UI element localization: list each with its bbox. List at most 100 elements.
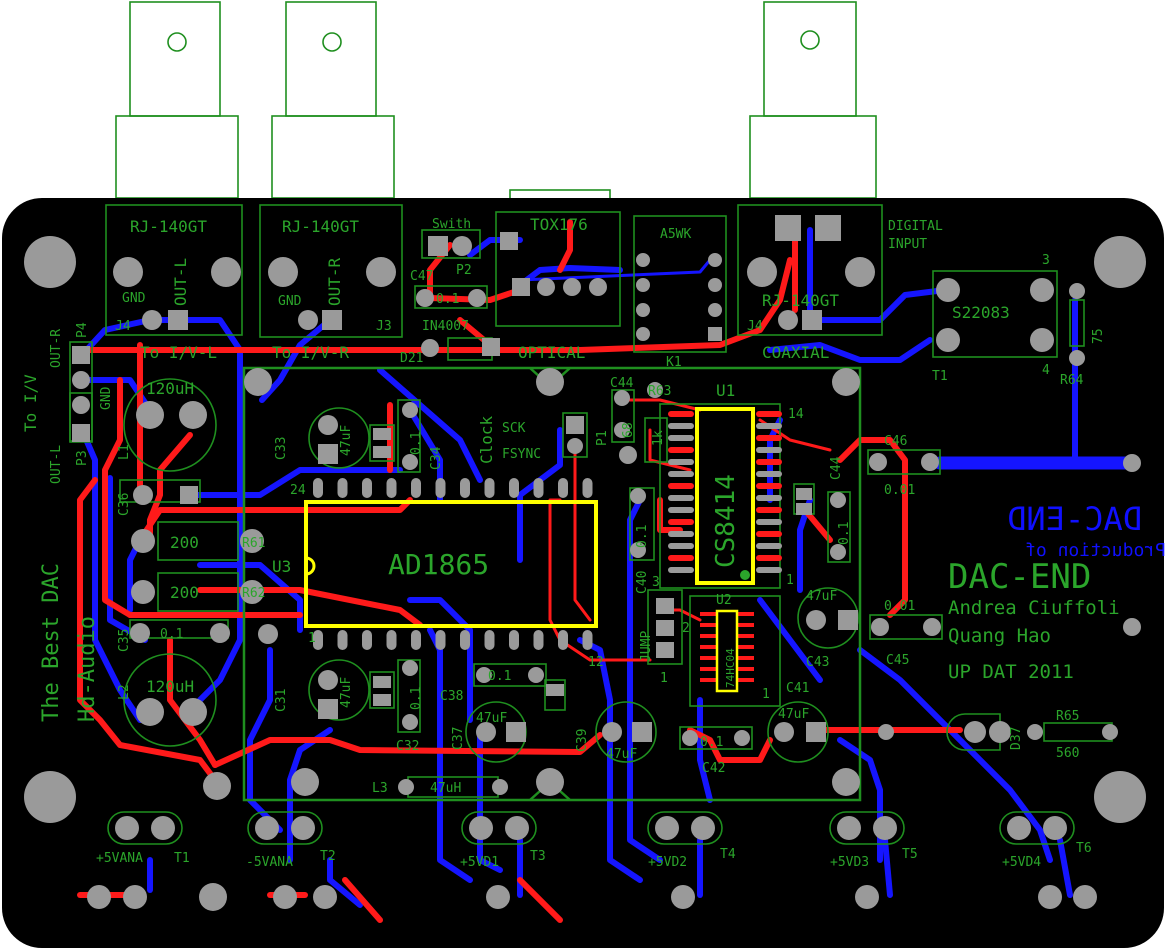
ic-pin bbox=[460, 478, 470, 498]
to-iv-l-label: To I/V-L bbox=[140, 343, 217, 362]
ic-pin bbox=[756, 555, 782, 561]
rj1-label: RJ-140GT bbox=[130, 217, 207, 236]
ic-pin bbox=[337, 630, 348, 650]
ic-pin bbox=[313, 630, 323, 650]
c37-value-label: 47uF bbox=[476, 711, 507, 726]
r61-label: R61 bbox=[242, 536, 265, 551]
r63-value-label: 1k bbox=[651, 430, 666, 446]
r63-label: R63 bbox=[648, 384, 671, 399]
power-5-label: +5VD3 bbox=[830, 855, 869, 870]
c32-value-label: 0.1 bbox=[409, 687, 424, 710]
ic-pin bbox=[756, 483, 782, 489]
mounting-hole-br bbox=[1094, 771, 1146, 823]
gnd1-label: GND bbox=[122, 291, 146, 306]
c31-label: C31 bbox=[274, 689, 289, 712]
ic-pin bbox=[533, 630, 544, 650]
ic-pin bbox=[756, 423, 782, 429]
u2-part-label: 74HC04 bbox=[724, 648, 737, 688]
c45-label: C45 bbox=[886, 653, 909, 668]
bnc-connector-left bbox=[115, 1, 239, 199]
u1-cs8414-body bbox=[695, 407, 755, 585]
ic-pin bbox=[700, 634, 716, 638]
c32-label: C32 bbox=[396, 739, 419, 754]
j4-label: J4 bbox=[115, 319, 131, 334]
u2-pins bbox=[700, 612, 754, 682]
out-r-label: OUT-R bbox=[325, 257, 344, 306]
t1-pin4-label: 4 bbox=[1042, 363, 1050, 378]
ic-pin bbox=[700, 612, 716, 616]
ic-pin bbox=[738, 678, 754, 682]
ic-pin bbox=[738, 623, 754, 627]
ic-pin bbox=[738, 612, 754, 616]
u1-pins bbox=[668, 411, 782, 573]
c36-label: C36 bbox=[117, 493, 132, 516]
credit-2-label: Quang Hao bbox=[948, 625, 1051, 647]
r62-label: R62 bbox=[242, 586, 265, 601]
rj3-label: RJ-140GT bbox=[762, 291, 839, 310]
ic-pin bbox=[700, 645, 716, 649]
ic-pin bbox=[668, 507, 694, 513]
u3-pin24-label: 24 bbox=[290, 483, 306, 498]
ic-pin bbox=[484, 478, 495, 498]
jump-pin3-label: 3 bbox=[652, 575, 660, 590]
d21-label: D21 bbox=[400, 351, 423, 366]
c43-label: C43 bbox=[806, 655, 829, 670]
ic-pin bbox=[668, 519, 694, 525]
rj2-label: RJ-140GT bbox=[282, 217, 359, 236]
r65-value-label: 560 bbox=[1056, 746, 1079, 761]
power-6-ref: T6 bbox=[1076, 841, 1092, 856]
power-4-ref: T4 bbox=[720, 847, 736, 862]
ic-pin bbox=[435, 478, 446, 498]
ic-pin bbox=[700, 667, 716, 671]
ic-pin bbox=[756, 471, 782, 477]
ic-pin bbox=[668, 483, 694, 489]
c34-value-label: 0.1 bbox=[409, 432, 424, 455]
p2-label: P2 bbox=[456, 263, 472, 278]
credit-1-label: Andrea Ciuffoli bbox=[948, 597, 1120, 619]
fsync-label: FSYNC bbox=[502, 447, 541, 462]
t1-transformer-label: T1 bbox=[932, 369, 948, 384]
bnc-connector-digital bbox=[749, 1, 877, 199]
ic-pin bbox=[460, 630, 470, 650]
board-substrate bbox=[2, 198, 1164, 948]
ic-pin bbox=[700, 678, 716, 682]
power-5-ref: T5 bbox=[902, 847, 918, 862]
j3-label: J3 bbox=[376, 319, 392, 334]
ic-pin bbox=[738, 645, 754, 649]
ic-pin bbox=[738, 634, 754, 638]
ic-pin bbox=[533, 478, 544, 498]
power-3-ref: T3 bbox=[530, 849, 546, 864]
ic-pin bbox=[509, 630, 519, 650]
power-1-label: +5VANA bbox=[96, 851, 143, 866]
best-dac-label: The Best DAC bbox=[39, 563, 64, 722]
led-label: D37 bbox=[1009, 727, 1024, 750]
silk-outlines bbox=[69, 204, 1113, 845]
ic-pin bbox=[738, 656, 754, 660]
gnd2-label: GND bbox=[278, 294, 302, 309]
out-l-label: OUT-L bbox=[171, 258, 190, 306]
ic-pin bbox=[668, 531, 694, 537]
sck-label: SCK bbox=[502, 421, 526, 436]
j4b-label: J4 bbox=[747, 319, 763, 334]
c40-label: C40 bbox=[635, 571, 650, 594]
ic-pin bbox=[411, 630, 421, 650]
jump-pin1-label: 1 bbox=[660, 671, 668, 686]
production-mirror-label: Production of bbox=[1025, 540, 1166, 561]
c47-value-label: 0.1 bbox=[436, 292, 459, 307]
ic-pin bbox=[700, 656, 716, 660]
hd-audio-label: Hd-Audio bbox=[75, 616, 100, 722]
to-iv-r-label: To I/V-R bbox=[272, 343, 349, 362]
ic-pin bbox=[756, 567, 782, 573]
power-3-label: +5VD1 bbox=[460, 855, 499, 870]
outl-side-label: OUT-L bbox=[49, 445, 64, 484]
r62-value-label: 200 bbox=[170, 583, 199, 602]
bnc-connector-right bbox=[271, 1, 395, 199]
ic-pin bbox=[756, 435, 782, 441]
c34-label: C34 bbox=[429, 446, 444, 470]
ic-pin bbox=[668, 495, 694, 501]
p4-label: P4 bbox=[75, 322, 90, 338]
l3-value-label: 47uH bbox=[430, 781, 461, 796]
ic-pin bbox=[668, 567, 694, 573]
t1-pin3-label: 3 bbox=[1042, 253, 1050, 268]
